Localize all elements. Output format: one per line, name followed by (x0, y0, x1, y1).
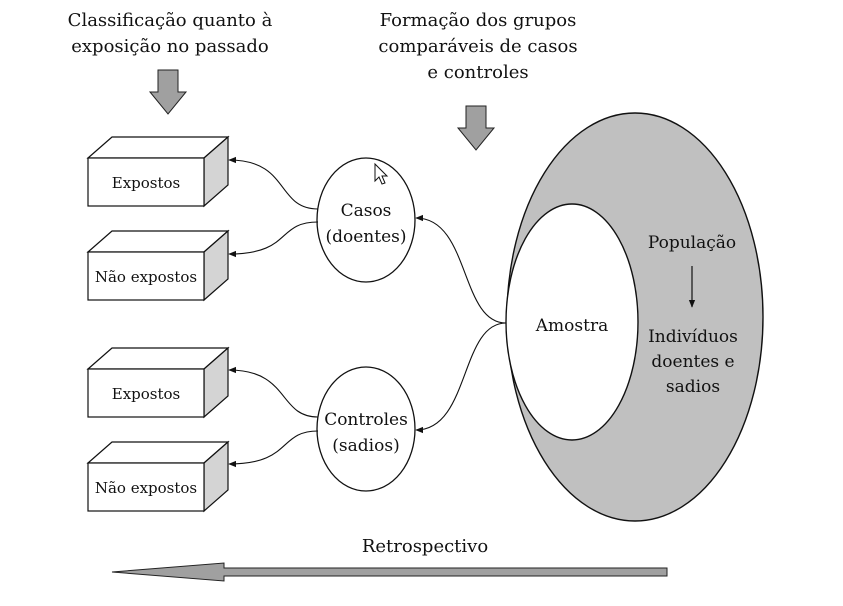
arrow-sample-to-controls (415, 322, 507, 434)
down-arrow-center (456, 105, 496, 151)
box-exposed-bottom-label: Expostos (112, 385, 181, 403)
retrospective-arrow (111, 562, 668, 582)
cases-oval (316, 157, 416, 283)
box-unexposed-top: Não expostos (86, 229, 230, 302)
arrow-cases-to-exposed (228, 156, 319, 210)
box-unexposed-bottom: Não expostos (86, 440, 230, 513)
controls-label-line-1: Controles (324, 410, 408, 430)
individuals-label-line-3: sadios (666, 377, 720, 397)
box-exposed-top-label: Expostos (112, 174, 181, 192)
left-caption-line-2: exposição no passado (71, 36, 269, 57)
cases-label-line-1: Casos (341, 201, 392, 221)
population-label: População (648, 233, 736, 253)
box-unexposed-bottom-label: Não expostos (95, 479, 197, 497)
cases-label-line-2: (doentes) (325, 227, 406, 247)
center-caption-line-2: comparáveis de casos (378, 36, 577, 57)
left-caption-line-1: Classificação quanto à (68, 10, 273, 31)
arrow-controls-to-exposed (228, 366, 319, 418)
box-exposed-bottom: Expostos (86, 346, 230, 419)
individuals-label-line-2: doentes e (651, 352, 734, 372)
sample-label: Amostra (535, 316, 608, 336)
center-caption-line-1: Formação dos grupos (380, 10, 577, 31)
controls-oval (316, 366, 416, 492)
box-exposed-top: Expostos (86, 135, 230, 208)
center-caption-line-3: e controles (427, 62, 528, 83)
mouse-cursor-icon (374, 162, 389, 185)
arrow-controls-to-unexposed (228, 430, 319, 468)
individuals-label-line-1: Indivíduos (648, 327, 738, 347)
down-arrow-left (148, 69, 188, 115)
arrow-sample-to-cases (415, 214, 507, 324)
box-unexposed-top-label: Não expostos (95, 268, 197, 286)
controls-label-line-2: (sadios) (332, 436, 399, 456)
timeline-label: Retrospectivo (362, 536, 488, 557)
sample-oval (505, 203, 639, 441)
arrow-cases-to-unexposed (228, 221, 319, 258)
